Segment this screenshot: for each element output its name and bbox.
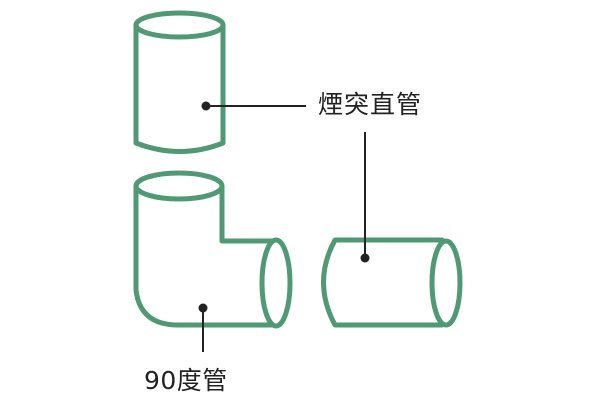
straight-pipe-leader-dot — [201, 101, 211, 111]
elbow-pipe-leader-dot — [198, 303, 208, 313]
horizontal-pipe-leader-dot — [360, 253, 370, 263]
vertical-pipe-body — [133, 22, 226, 154]
straight-pipe-label: 煙突直管 — [318, 90, 423, 119]
elbow-pipe-body — [133, 183, 278, 328]
elbow-pipe-side-opening — [259, 237, 293, 329]
vertical-straight-pipe-icon — [133, 10, 226, 154]
horizontal-pipe-end-opening — [429, 238, 463, 328]
elbow-pipe-label: 90度管 — [144, 366, 228, 395]
vertical-pipe-top-opening — [133, 10, 226, 40]
elbow-pipe-top-opening — [133, 170, 225, 202]
elbow-pipe-icon — [133, 170, 293, 329]
horizontal-pipe-body — [321, 237, 445, 328]
horizontal-straight-pipe-icon — [321, 237, 463, 328]
leader-lines — [198, 101, 370, 352]
